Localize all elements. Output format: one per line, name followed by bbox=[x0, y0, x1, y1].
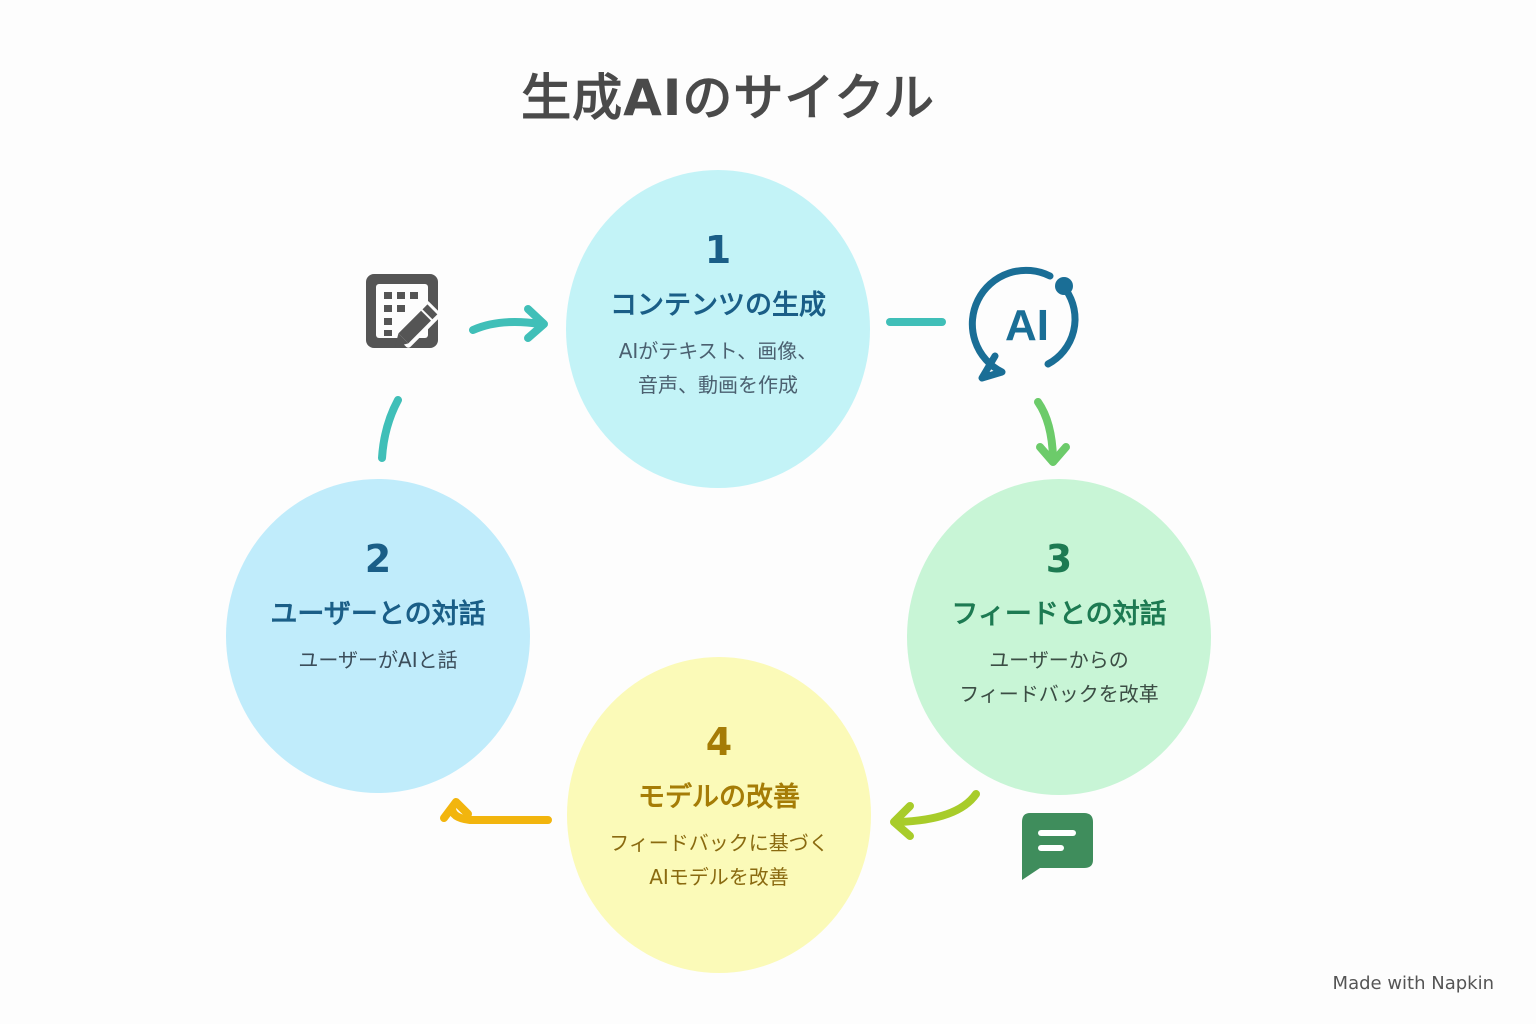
node-1-text: 1 コンテンツの生成 AIがテキスト、画像、 音声、動画を作成 bbox=[566, 228, 870, 402]
node-4-description: フィードバックに基づく AIモデルを改善 bbox=[567, 826, 871, 894]
node-3-text: 3 フィードとの対話 ユーザーからの フィードバックを改革 bbox=[907, 537, 1211, 711]
node-2-description: ユーザーがAIと話 bbox=[226, 643, 530, 677]
chat-message-icon bbox=[1022, 813, 1093, 880]
arrow-to-node-1 bbox=[469, 305, 548, 342]
node-1-circle bbox=[566, 170, 870, 488]
node-3-desc-line: ユーザーからの bbox=[989, 648, 1129, 672]
node-1-desc-line: AIがテキスト、画像、 bbox=[618, 339, 818, 363]
node-2-circle bbox=[226, 479, 530, 793]
node-4-number: 4 bbox=[705, 720, 733, 764]
node-4-heading: モデルの改善 bbox=[638, 782, 800, 813]
node-3-desc-line: フィードバックを改革 bbox=[959, 682, 1159, 706]
arrow-to-node-3 bbox=[1034, 398, 1070, 466]
node-1-number: 1 bbox=[704, 228, 732, 272]
diagram-title: 生成AIのサイクル bbox=[521, 69, 935, 127]
node-4-circle bbox=[567, 657, 871, 973]
arrow-to-node-4 bbox=[890, 790, 980, 840]
node-4-desc-line: AIモデルを改善 bbox=[649, 865, 789, 889]
node-3-description: ユーザーからの フィードバックを改革 bbox=[907, 643, 1211, 711]
node-2-number: 2 bbox=[364, 537, 392, 581]
footer-credit: Made with Napkin bbox=[1332, 973, 1494, 994]
node-3-heading: フィードとの対話 bbox=[951, 599, 1167, 630]
node-4-text: 4 モデルの改善 フィードバックに基づく AIモデルを改善 bbox=[567, 720, 871, 894]
node-1-description: AIがテキスト、画像、 音声、動画を作成 bbox=[566, 334, 870, 402]
connector-node-2-doc bbox=[378, 396, 402, 462]
ai-icon-label: AI bbox=[1005, 301, 1049, 350]
node-2-desc-line: ユーザーがAIと話 bbox=[298, 648, 458, 672]
node-1-desc-line: 音声、動画を作成 bbox=[638, 373, 798, 397]
arrow-to-node-2 bbox=[440, 798, 552, 824]
node-2-text: 2 ユーザーとの対話 ユーザーがAIと話 bbox=[226, 537, 530, 677]
node-4-desc-line: フィードバックに基づく bbox=[609, 831, 829, 855]
node-3-number: 3 bbox=[1045, 537, 1073, 581]
node-2-heading: ユーザーとの対話 bbox=[270, 599, 486, 630]
document-edit-icon bbox=[366, 274, 442, 348]
node-1-heading: コンテンツの生成 bbox=[610, 290, 826, 321]
ai-chat-icon: AI bbox=[968, 266, 1079, 382]
node-3-circle bbox=[907, 479, 1211, 795]
